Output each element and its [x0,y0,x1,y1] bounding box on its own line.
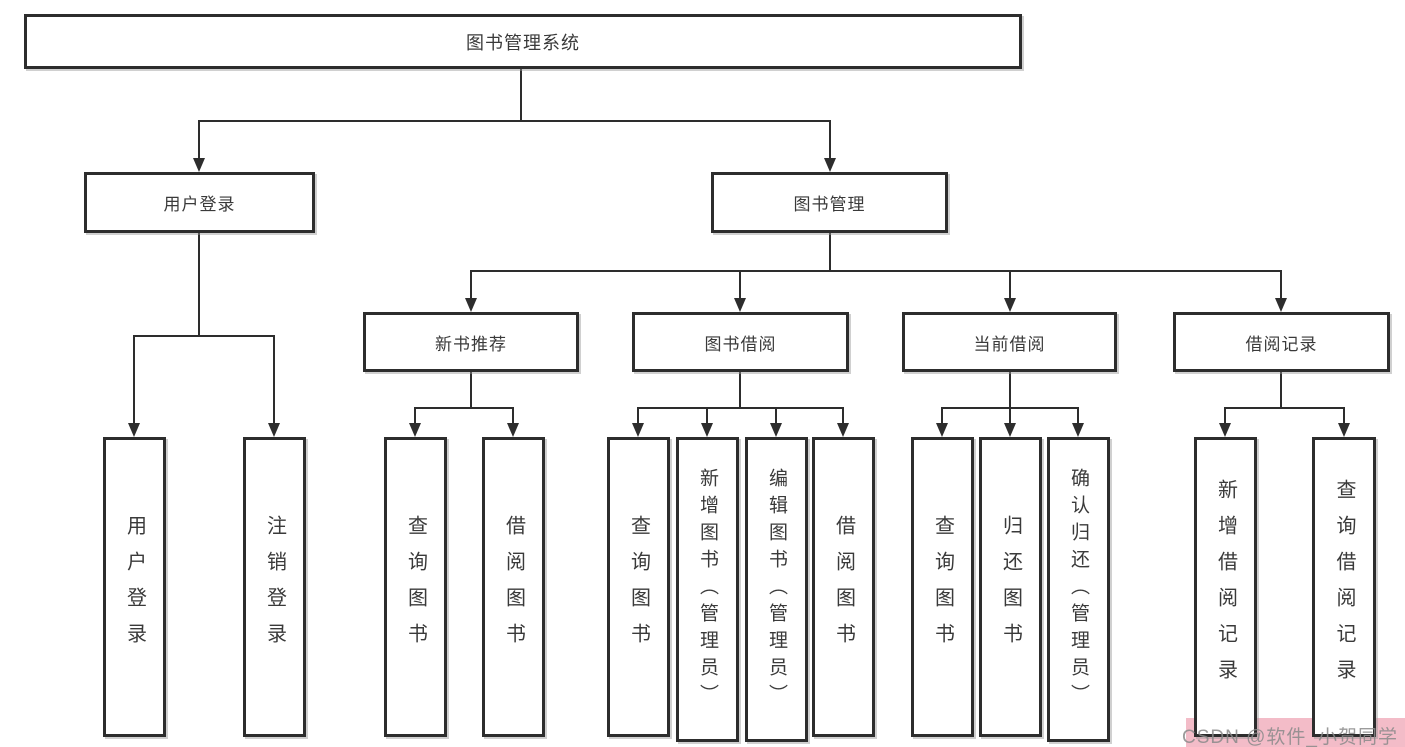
leaf-current-query-label: 查询图书 [931,515,954,659]
connector-arrow-bookmgmt [829,120,831,160]
connector-arrow-record-leaf1 [1224,407,1226,424]
leaf-record-add-label: 新增借阅记录 [1214,479,1237,695]
leaf-current-return-label: 归还图书 [999,515,1022,659]
connector-arrow-current-leaf1 [941,407,943,424]
connector-arrow-record-leaf2 [1343,407,1345,424]
arrowhead-newbook [465,298,477,312]
arrowhead-borrow-leaf1 [632,423,644,437]
connector-arrow-borrow-leaf4 [842,407,844,424]
arrowhead-borrow-leaf3 [770,423,782,437]
node-current-borrow-label: 当前借阅 [973,334,1046,354]
connector-arrow-current [1009,270,1011,299]
connector-root-stem [520,69,522,121]
connector-bookmgmt-stem [829,233,831,271]
arrowhead-newbook-leaf1 [409,423,421,437]
leaf-newbook-query-label: 查询图书 [404,515,427,659]
arrowhead-login-leaf1 [128,423,140,437]
connector-login-hbar [133,335,275,337]
leaf-current-query: 查询图书 [911,437,974,737]
connector-arrow-newbook [470,270,472,299]
arrowhead-login [193,158,205,172]
leaf-user-login-label: 用户登录 [123,515,146,659]
node-user-login: 用户登录 [84,172,315,233]
connector-arrow-record [1280,270,1282,299]
connector-arrow-current-leaf3 [1077,407,1079,424]
arrowhead-current-leaf3 [1072,423,1084,437]
arrowhead-borrow [734,298,746,312]
node-root-label: 图书管理系统 [466,32,580,53]
leaf-current-return: 归还图书 [979,437,1042,737]
leaf-current-confirm-admin: 确认归还（管理员） [1047,437,1110,742]
leaf-newbook-query: 查询图书 [384,437,447,737]
leaf-newbook-borrow-label: 借阅图书 [502,515,525,659]
leaf-newbook-borrow: 借阅图书 [482,437,545,737]
connector-arrow-borrow-leaf3 [775,407,777,424]
leaf-borrow-query: 查询图书 [607,437,670,737]
node-new-book-recommend: 新书推荐 [363,312,579,372]
leaf-user-login: 用户登录 [103,437,166,737]
leaf-current-confirm-admin-label: 确认归还（管理员） [1068,468,1089,711]
node-root-system: 图书管理系统 [24,14,1022,69]
arrowhead-borrow-leaf2 [701,423,713,437]
node-borrow-record: 借阅记录 [1173,312,1390,372]
connector-arrow-borrow-leaf2 [706,407,708,424]
connector-newbook-hbar [414,407,514,409]
leaf-record-query-label: 查询借阅记录 [1333,479,1355,695]
node-user-login-label: 用户登录 [163,195,236,214]
connector-arrow-newbook-leaf1 [414,407,416,424]
arrowhead-bookmgmt [824,158,836,172]
leaf-borrow-add-admin: 新增图书（管理员） [676,437,739,742]
connector-arrow-login [198,120,200,160]
connector-arrow-login-leaf1 [133,335,135,424]
leaf-borrow-book-label: 借阅图书 [832,515,855,659]
connector-root-hbar [198,120,831,122]
leaf-borrow-add-admin-label: 新增图书（管理员） [697,468,718,711]
node-current-borrow: 当前借阅 [902,312,1117,372]
connector-record-hbar [1224,407,1344,409]
node-book-borrow: 图书借阅 [632,312,849,372]
leaf-borrow-query-label: 查询图书 [627,515,650,659]
connector-current-stem [1009,372,1011,408]
node-book-borrow-label: 图书借阅 [704,334,777,354]
arrowhead-newbook-leaf2 [507,423,519,437]
connector-arrow-borrow-leaf1 [637,407,639,424]
connector-borrow-stem [739,372,741,408]
arrowhead-login-leaf2 [268,423,280,437]
connector-bookmgmt-hbar [470,270,1282,272]
arrowhead-current [1004,298,1016,312]
node-book-management-label: 图书管理 [793,195,866,214]
leaf-record-add: 新增借阅记录 [1194,437,1257,737]
connector-record-stem [1280,372,1282,408]
arrowhead-current-leaf2 [1004,423,1016,437]
node-book-management: 图书管理 [711,172,948,233]
connector-arrow-borrow [739,270,741,299]
arrowhead-borrow-leaf4 [837,423,849,437]
arrowhead-record-leaf1 [1219,423,1231,437]
leaf-borrow-edit-admin-label: 编辑图书（管理员） [766,468,787,711]
watermark-text: CSDN @软件_小贺同学 [1182,727,1398,747]
connector-borrow-hbar [637,407,844,409]
connector-login-stem [198,233,200,336]
leaf-borrow-book: 借阅图书 [812,437,875,737]
node-new-book-recommend-label: 新书推荐 [435,334,507,354]
connector-arrow-current-leaf2 [1009,407,1011,424]
arrowhead-current-leaf1 [936,423,948,437]
leaf-logout: 注销登录 [243,437,306,737]
node-borrow-record-label: 借阅记录 [1245,334,1318,354]
arrowhead-record-leaf2 [1338,423,1350,437]
arrowhead-record [1275,298,1287,312]
leaf-logout-label: 注销登录 [263,515,286,659]
leaf-record-query: 查询借阅记录 [1312,437,1376,737]
connector-newbook-stem [470,372,472,408]
connector-arrow-newbook-leaf2 [512,407,514,424]
leaf-borrow-edit-admin: 编辑图书（管理员） [745,437,808,742]
connector-arrow-login-leaf2 [273,335,275,424]
